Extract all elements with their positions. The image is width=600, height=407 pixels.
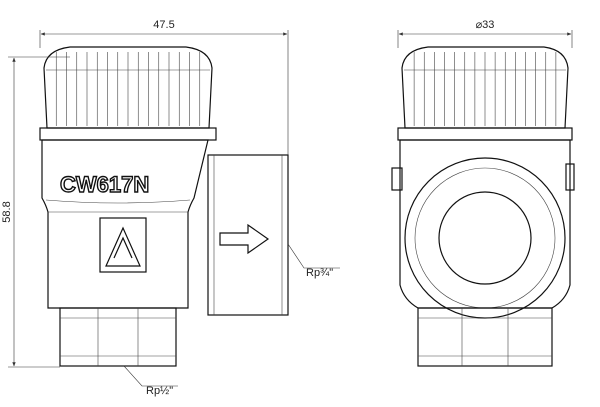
diameter-dimension: ⌀33 bbox=[397, 19, 573, 48]
front-body bbox=[391, 139, 575, 319]
front-knurled-cap bbox=[397, 46, 573, 141]
inlet-thread-label: Rp½" bbox=[146, 385, 173, 397]
outlet-thread-label: Rp¾" bbox=[306, 267, 333, 279]
outlet-thread-leader: Rp¾" bbox=[287, 243, 340, 279]
height-dimension-label: 58.8 bbox=[1, 201, 13, 222]
flow-arrow-icon bbox=[219, 223, 270, 255]
valve-body: CW617N bbox=[41, 139, 209, 309]
inlet-thread-leader: Rp½" bbox=[123, 365, 178, 397]
triangle-logo-icon bbox=[99, 217, 147, 273]
front-inlet-nuts bbox=[417, 307, 553, 367]
width-dimension-label: 47.5 bbox=[153, 19, 174, 31]
inlet-nuts bbox=[59, 307, 177, 367]
width-dimension: 47.5 bbox=[39, 19, 289, 155]
front-view: ⌀33 bbox=[391, 19, 575, 367]
side-view: CW617N 47 bbox=[1, 19, 340, 397]
height-dimension: 58.8 bbox=[1, 56, 70, 368]
outlet-port bbox=[207, 154, 289, 316]
body-marking: CW617N bbox=[60, 172, 149, 197]
diameter-dimension-label: ⌀33 bbox=[476, 19, 495, 31]
knurled-cap bbox=[39, 46, 217, 141]
